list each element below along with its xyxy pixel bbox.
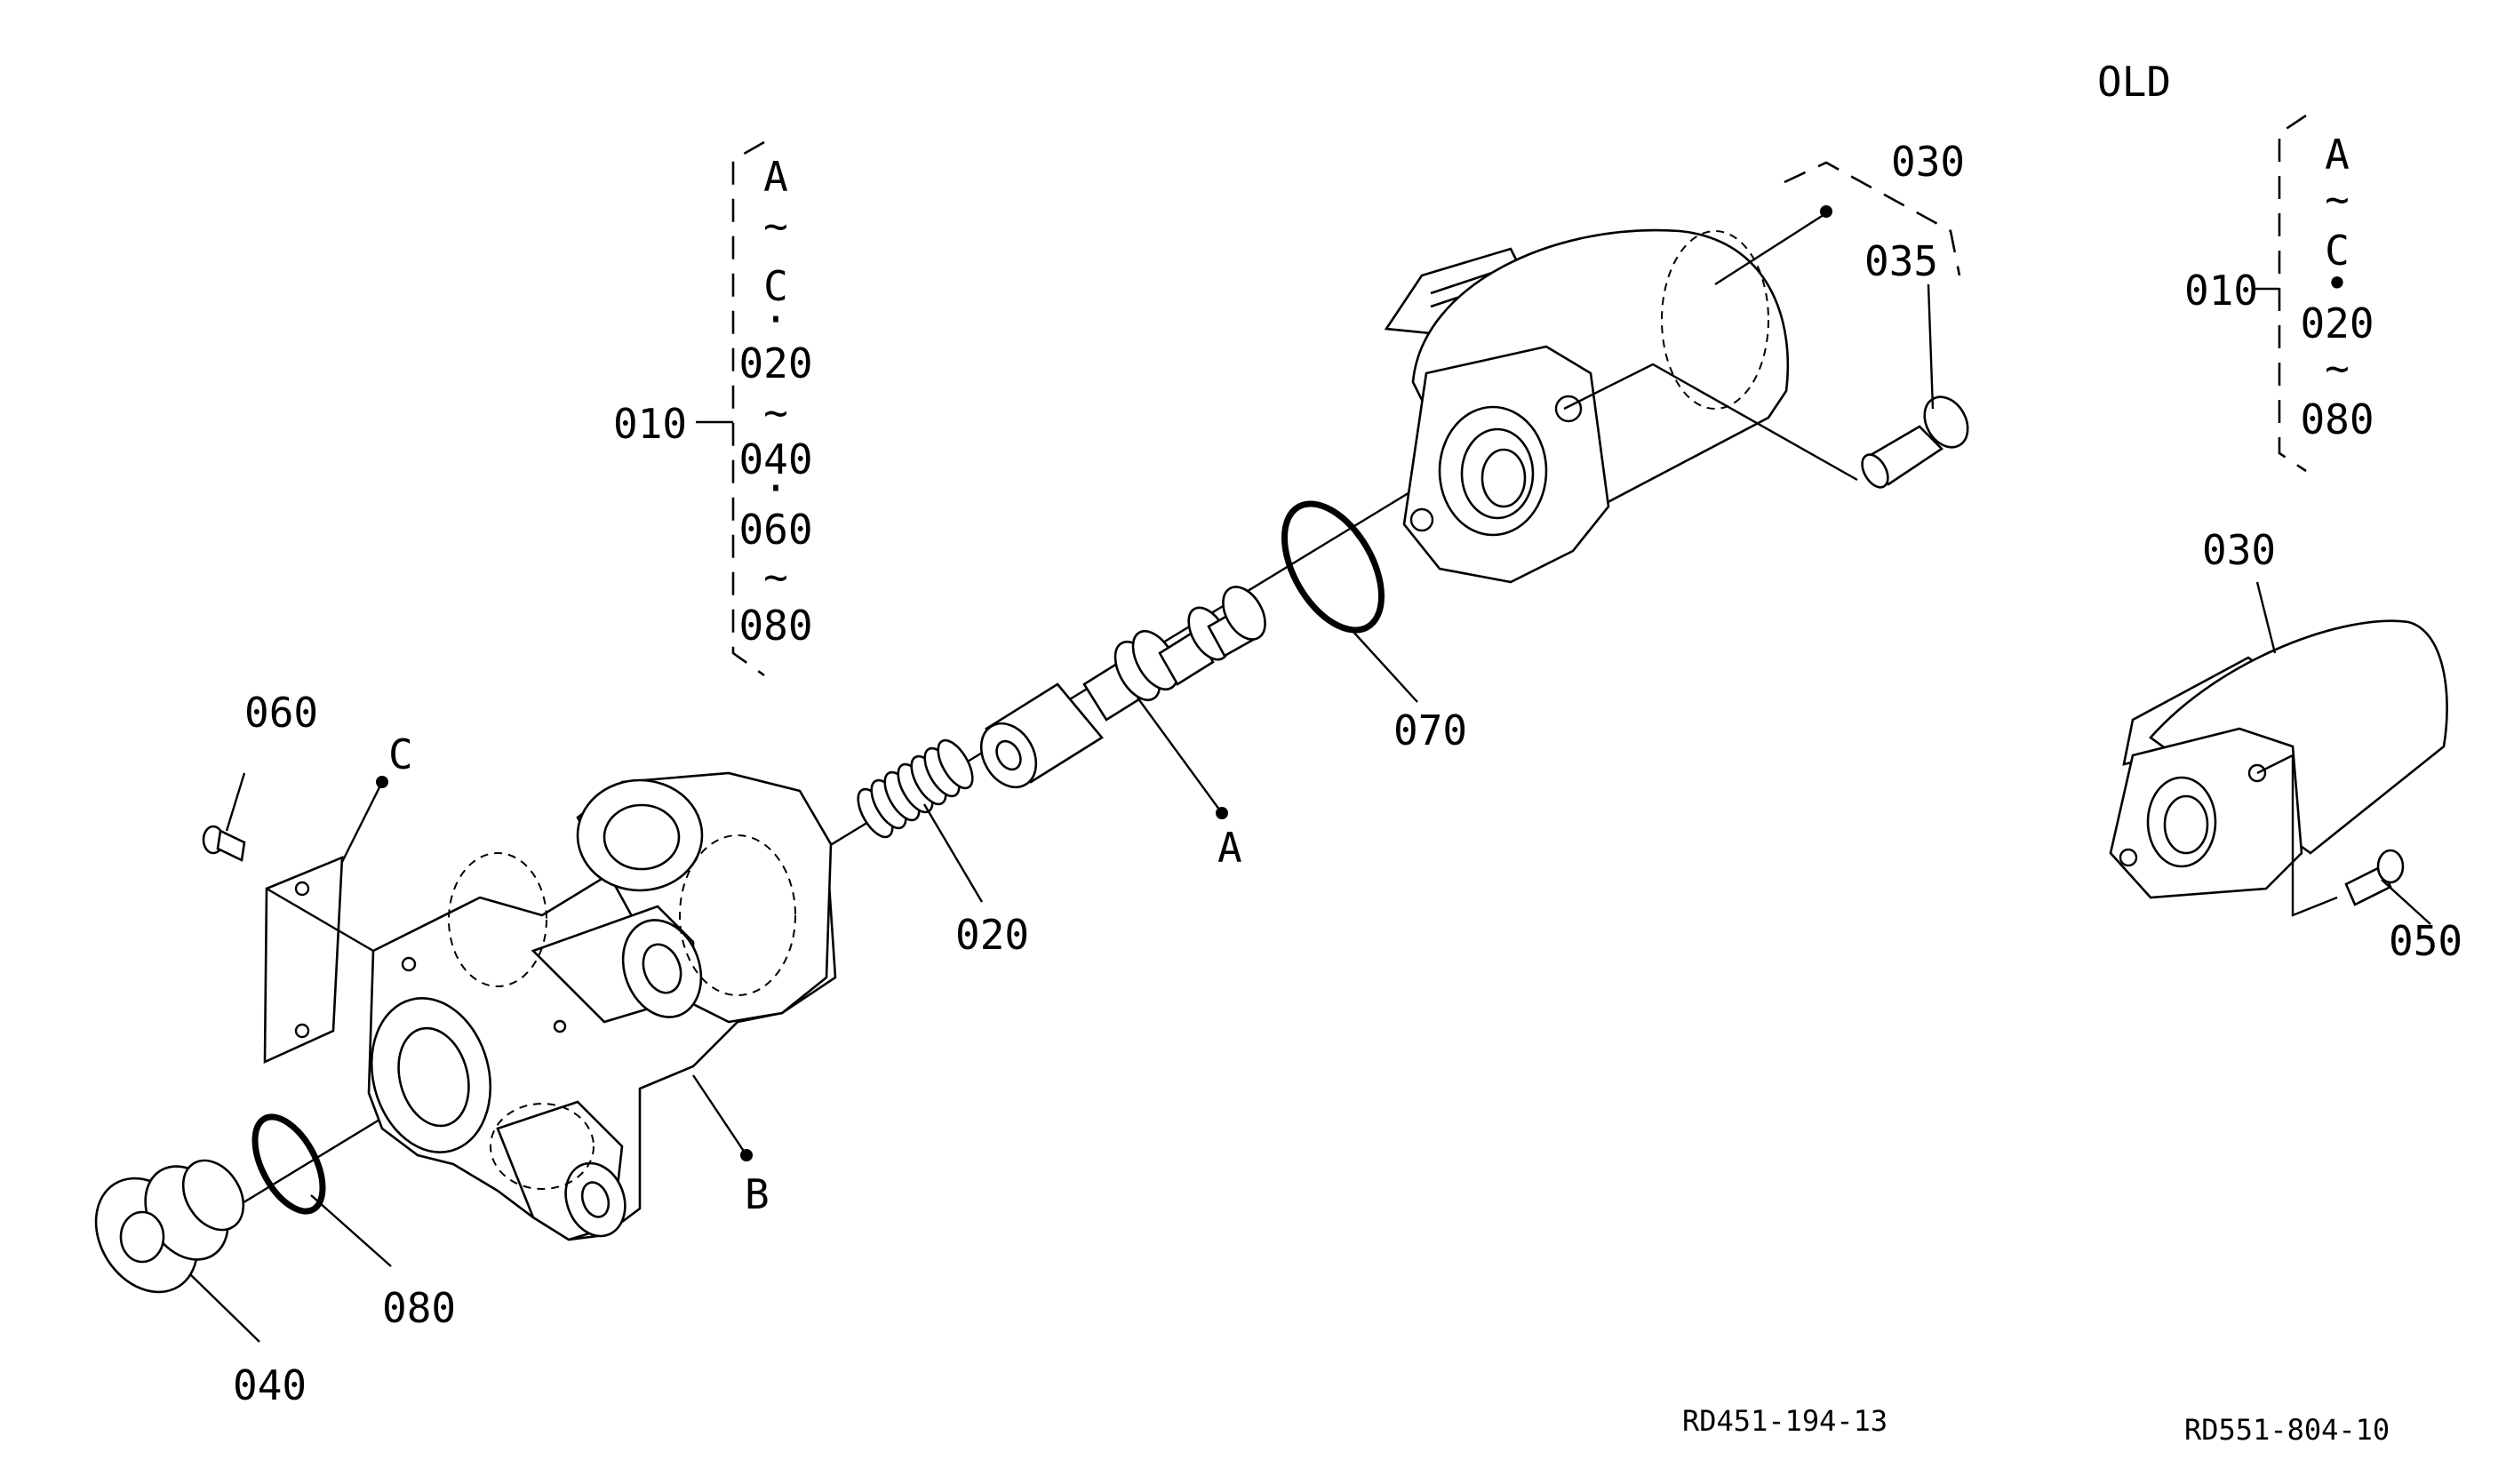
- callout-060: 060: [244, 689, 318, 737]
- leader-b: [692, 1074, 747, 1156]
- callout-old-030: 030: [2202, 526, 2276, 574]
- range-line: ·: [763, 295, 788, 343]
- reference-code-right: RD551-804-10: [2184, 1413, 2390, 1447]
- item-010-label: 010: [613, 400, 687, 448]
- range-line: ~: [763, 553, 788, 601]
- range-line: ·: [763, 464, 788, 512]
- old-screw-050: [2344, 849, 2405, 906]
- callout-030: 030: [1891, 138, 1965, 186]
- leader-old-030: [2255, 581, 2277, 654]
- o-ring-070: [1281, 500, 1385, 634]
- leader-035: [1927, 283, 1935, 410]
- dot-a: [1216, 807, 1228, 819]
- leader-a: [1137, 697, 1223, 814]
- range-line: C: [763, 262, 788, 310]
- callout-040: 040: [233, 1361, 307, 1409]
- callout-035: 035: [1864, 237, 1938, 285]
- o-ring-080: [251, 1113, 326, 1215]
- dot-030: [1820, 205, 1832, 218]
- leader-020: [922, 803, 984, 903]
- valve-body: [367, 771, 837, 1241]
- range-old: A ~ C • 020 ~ 080: [2300, 131, 2374, 443]
- range-line: ~: [2325, 175, 2350, 223]
- range-line: 060: [738, 506, 812, 554]
- range-line: ~: [2325, 344, 2350, 392]
- leader-080: [310, 1194, 392, 1267]
- callout-080: 080: [382, 1284, 456, 1332]
- callout-020: 020: [955, 911, 1029, 959]
- reference-code-left: RD451-194-13: [1682, 1404, 1887, 1438]
- leader-060: [225, 772, 246, 832]
- callout-070: 070: [1393, 706, 1467, 754]
- callout-old-050: 050: [2389, 917, 2462, 965]
- screw-035: [1861, 395, 1969, 489]
- range-line: A: [763, 153, 788, 201]
- range-line: ~: [763, 388, 788, 436]
- solenoid-030: [1384, 228, 1858, 584]
- old-solenoid-030: [2109, 619, 2448, 917]
- range-line: 080: [2300, 395, 2374, 443]
- range-line: 040: [738, 435, 812, 483]
- range-line: ~: [763, 202, 788, 250]
- callout-a: A: [1217, 824, 1242, 872]
- leader-070: [1352, 630, 1418, 703]
- screw-060: [202, 825, 246, 862]
- spool: [979, 586, 1266, 789]
- range-line: A: [2325, 131, 2350, 179]
- callout-b: B: [745, 1170, 770, 1218]
- callout-c: C: [388, 730, 413, 778]
- leader-040: [190, 1274, 260, 1343]
- dot-b: [740, 1149, 753, 1161]
- bracket-030-035: [1784, 161, 1961, 276]
- leader-c: [340, 781, 384, 863]
- bracket-old-set: [2278, 114, 2307, 473]
- range-current: A ~ C · 020 ~ 040 · 060 ~ 080: [738, 153, 812, 650]
- old-title: OLD: [2097, 58, 2171, 106]
- range-line: 080: [738, 602, 812, 650]
- spring-020: [857, 738, 974, 839]
- old-item-010-label: 010: [2184, 267, 2258, 315]
- leader-old-050: [2381, 879, 2431, 925]
- range-line: •: [2325, 259, 2350, 307]
- cover-plate: [263, 856, 374, 1065]
- bracket-current-set: [731, 140, 765, 677]
- range-line: C: [2325, 227, 2350, 275]
- plug-040: [94, 1159, 245, 1294]
- leader-030: [1714, 211, 1827, 286]
- range-line: 020: [738, 339, 812, 387]
- range-line: 020: [2300, 299, 2374, 347]
- dot-c: [376, 776, 388, 788]
